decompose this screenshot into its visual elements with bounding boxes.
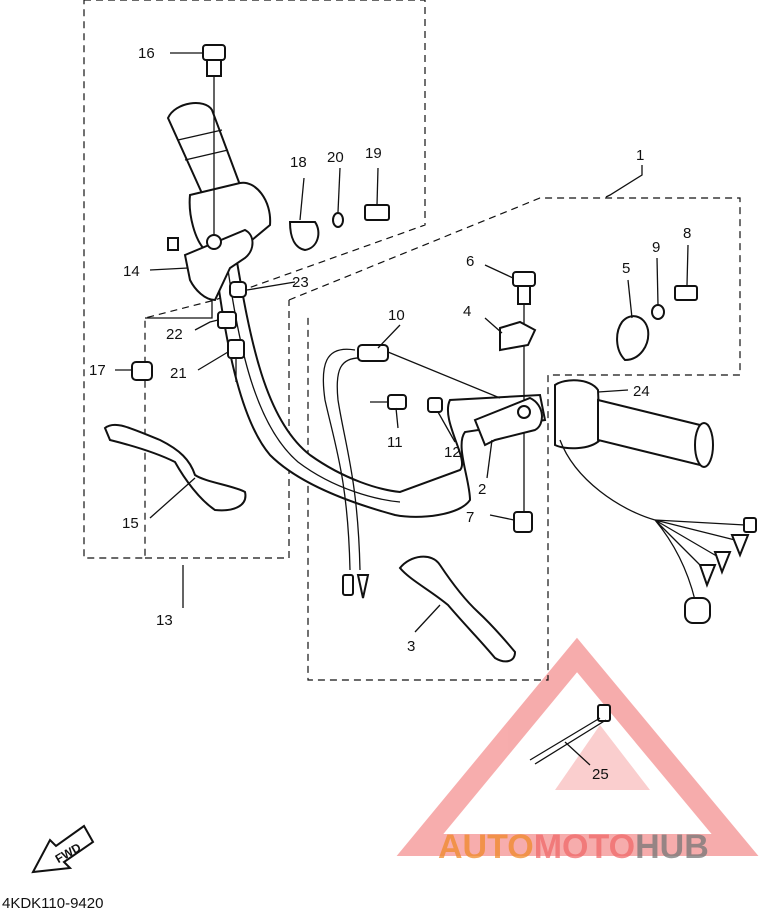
clutch-lever-15: [103, 423, 247, 512]
callout-5: 5: [622, 260, 630, 277]
watermark-text: AUTOMOTOHUB: [438, 828, 709, 866]
callout-6: 6: [466, 253, 474, 270]
adjuster-22: [217, 311, 237, 329]
nut-23: [229, 281, 247, 298]
group-13-box: [83, 0, 426, 559]
cover-17: [131, 361, 153, 381]
brake-lever-3: [398, 555, 517, 663]
callout-16: 16: [138, 45, 155, 62]
switch-cable-10: [322, 348, 356, 571]
bolt-16: [202, 44, 226, 240]
handlebar: [213, 248, 547, 518]
cable-tie-25: [529, 704, 611, 765]
callout-9: 9: [652, 239, 660, 256]
fwd-arrow: FWD: [31, 824, 95, 874]
watermark-auto: AUTO: [438, 828, 534, 866]
callout-2: 2: [478, 481, 486, 498]
svg-text:AUTOMOTOHUB: AUTOMOTOHUB: [438, 828, 709, 866]
callout-10: 10: [388, 307, 405, 324]
callout-19: 19: [365, 145, 382, 162]
bracket-5: [616, 315, 650, 362]
group-1-box: [288, 197, 741, 681]
callout-18: 18: [290, 154, 307, 171]
diagram-code: 4KDK110-9420: [2, 895, 103, 910]
group-13-box-lower: [145, 300, 290, 559]
callout-25: 25: [592, 766, 609, 783]
callout-21: 21: [170, 365, 187, 382]
left-grip: [166, 102, 272, 252]
callout-4: 4: [463, 303, 471, 320]
callout-20: 20: [327, 149, 344, 166]
terminal-pair: [342, 574, 370, 599]
bolt-6: [512, 271, 536, 287]
callout-23: 23: [292, 274, 309, 291]
watermark-hub: HUB: [635, 828, 709, 866]
switch-10-rod: [387, 351, 501, 399]
callout-11: 11: [387, 434, 403, 451]
nut-12: [427, 397, 443, 413]
callout-15: 15: [122, 515, 139, 532]
switch-cable-10b: [336, 357, 363, 571]
callout-13: 13: [156, 612, 173, 629]
throttle-assembly: [554, 379, 714, 468]
bracket-4: [499, 320, 537, 352]
watermark-moto: MOTO: [534, 828, 635, 866]
leader-lines: [115, 52, 689, 766]
washer-20: [332, 212, 344, 228]
callout-17: 17: [89, 362, 106, 379]
switch-10: [357, 344, 389, 362]
lever-holder-14: [183, 228, 254, 302]
callout-22: 22: [166, 326, 183, 343]
callout-7: 7: [466, 509, 474, 526]
callout-1: 1: [636, 147, 644, 164]
washer-9: [651, 304, 665, 320]
cable-bracket-18: [288, 221, 320, 252]
holder-14-hole: [206, 234, 222, 250]
callout-12: 12: [444, 444, 461, 461]
callout-24: 24: [633, 383, 650, 400]
bolt-6-shank: [517, 285, 531, 305]
watermark-logo: [396, 637, 759, 856]
screw-8: [674, 285, 698, 301]
clamp-2-hole: [517, 405, 531, 419]
callout-3: 3: [407, 638, 415, 655]
bolt-19: [364, 204, 390, 221]
nut-7: [513, 511, 533, 533]
screw-14: [167, 237, 179, 251]
switch-21: [227, 339, 245, 382]
switch-11: [387, 394, 407, 410]
callout-14: 14: [123, 263, 140, 280]
throttle-wiring: [559, 439, 757, 624]
callout-8: 8: [683, 225, 691, 242]
